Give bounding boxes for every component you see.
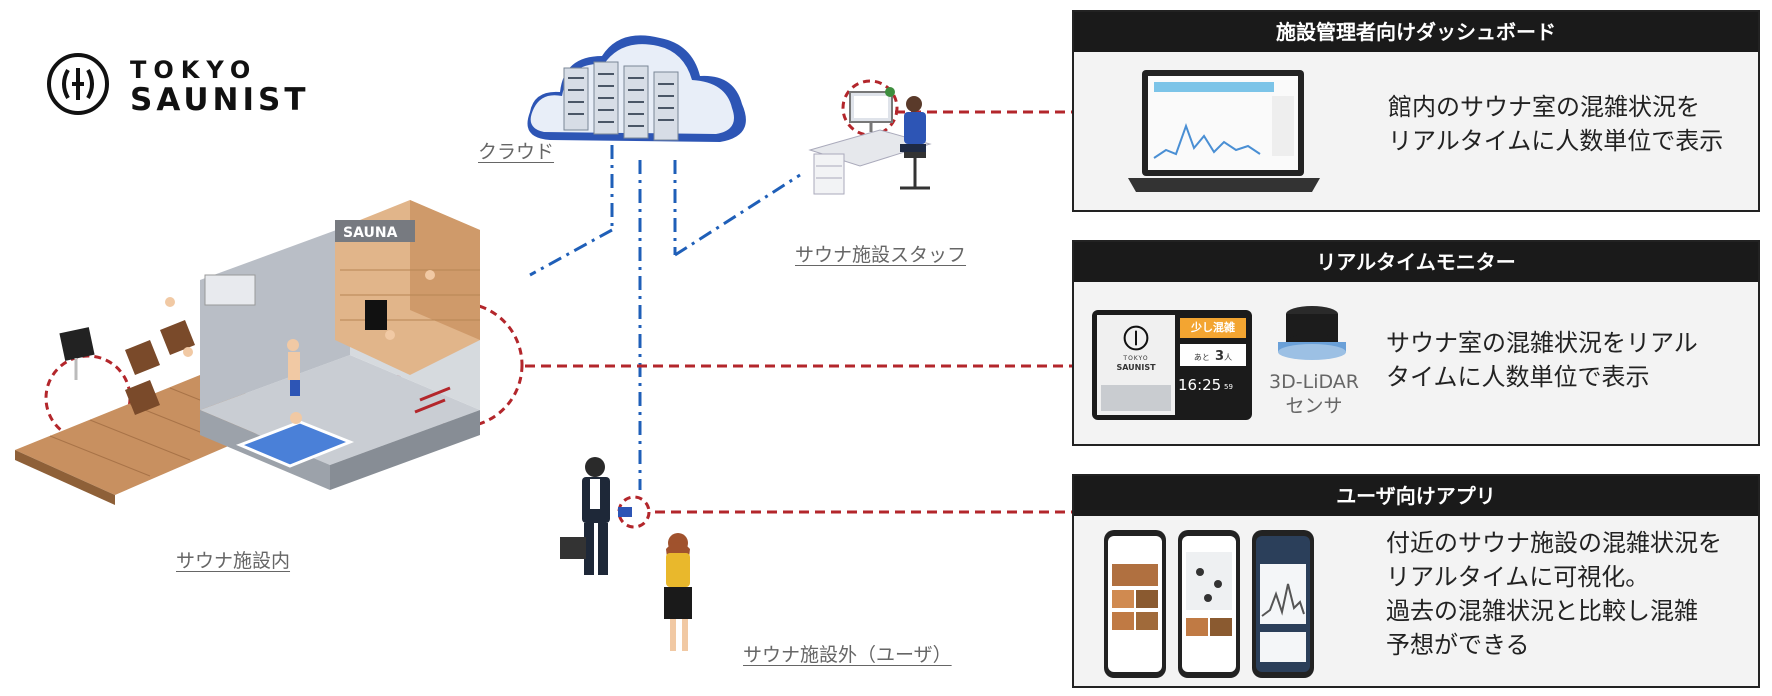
users-outside-illustration — [560, 457, 692, 651]
user-app-description-line: 付近のサウナ施設の混雑状況を — [1386, 529, 1722, 557]
dashboard-description: 館内のサウナ室の混雑状況を リアルタイムに人数単位で表示 — [1388, 90, 1723, 158]
realtime-monitor-panel: リアルタイムモニター TOKYO SAUNIST 少し混雑 あと 3人 16:2… — [1072, 240, 1760, 446]
user-app-panel-title: ユーザ向けアプリ — [1074, 476, 1758, 516]
monitor-remaining: あと 3人 — [1180, 344, 1246, 366]
lidar-sensor-label: 3D-LiDAR センサ — [1264, 370, 1364, 418]
realtime-monitor-device: TOKYO SAUNIST 少し混雑 あと 3人 16:25 59 — [1092, 310, 1252, 420]
saunist-logo-icon — [47, 53, 109, 115]
monitor-logo-icon — [1123, 325, 1149, 351]
user-app-panel: ユーザ向けアプリ 付近のサウナ施設の混雑状況を リアルタイムに可視化。 過去の混… — [1072, 474, 1760, 688]
realtime-monitor-description: サウナ室の混雑状況をリアル タイムに人数単位で表示 — [1386, 326, 1698, 394]
logo-text-saunist: SAUNIST — [130, 82, 310, 118]
user-app-description-line: リアルタイムに可視化。 — [1386, 563, 1650, 591]
realtime-monitor-description-line: サウナ室の混雑状況をリアル — [1386, 329, 1698, 357]
dashboard-description-line: リアルタイムに人数単位で表示 — [1388, 127, 1724, 155]
monitor-brand-line2: SAUNIST — [1116, 363, 1156, 372]
monitor-status-badge: 少し混雑 — [1180, 318, 1246, 338]
facility-outside-label: サウナ施設外（ユーザ） — [743, 644, 952, 666]
lidar-sensor-image — [1278, 306, 1346, 360]
cloud-label: クラウド — [478, 141, 555, 163]
monitor-remaining-prefix: あと — [1193, 353, 1210, 362]
facility-inside-label: サウナ施設内 — [176, 550, 291, 572]
realtime-monitor-panel-title: リアルタイムモニター — [1074, 242, 1758, 282]
tokyo-saunist-logo: TOKYO SAUNIST — [46, 52, 366, 122]
staff-label: サウナ施設スタッフ — [795, 244, 967, 266]
facility-staff-illustration — [808, 87, 932, 195]
laptop-dashboard-image — [1128, 70, 1320, 192]
monitor-brand-area: TOKYO SAUNIST — [1097, 315, 1175, 415]
dashboard-panel-title: 施設管理者向けダッシュボード — [1074, 12, 1758, 52]
monitor-time: 16:25 — [1178, 376, 1222, 394]
cloud-server-illustration — [527, 35, 746, 142]
dashboard-panel: 施設管理者向けダッシュボード 館内のサウナ室の混雑状況を リアルタイムに人数単位… — [1072, 10, 1760, 212]
sauna-facility-illustration: SAUNA — [15, 200, 480, 505]
monitor-room-photo — [1101, 385, 1171, 411]
realtime-monitor-description-line: タイムに人数単位で表示 — [1386, 363, 1650, 391]
user-app-description-line: 予想ができる — [1386, 631, 1530, 659]
monitor-brand-line1: TOKYO — [1123, 355, 1149, 362]
user-app-description: 付近のサウナ施設の混雑状況を リアルタイムに可視化。 過去の混雑状況と比較し混雑… — [1386, 526, 1722, 662]
monitor-remaining-unit: 人 — [1224, 353, 1233, 362]
monitor-remaining-value: 3 — [1215, 349, 1225, 364]
logo-text-tokyo: TOKYO — [130, 56, 258, 84]
lidar-sensor-label-line: センサ — [1285, 395, 1343, 417]
dashboard-description-line: 館内のサウナ室の混雑状況を — [1388, 93, 1700, 121]
monitor-time-seconds: 59 — [1224, 383, 1233, 391]
user-app-description-line: 過去の混雑状況と比較し混雑 — [1386, 597, 1698, 625]
cloud-to-staff-link-2 — [674, 173, 801, 257]
user-app-phones-image — [1104, 530, 1314, 678]
lidar-sensor-label-line: 3D-LiDAR — [1269, 371, 1359, 393]
sauna-sign: SAUNA — [343, 225, 398, 241]
